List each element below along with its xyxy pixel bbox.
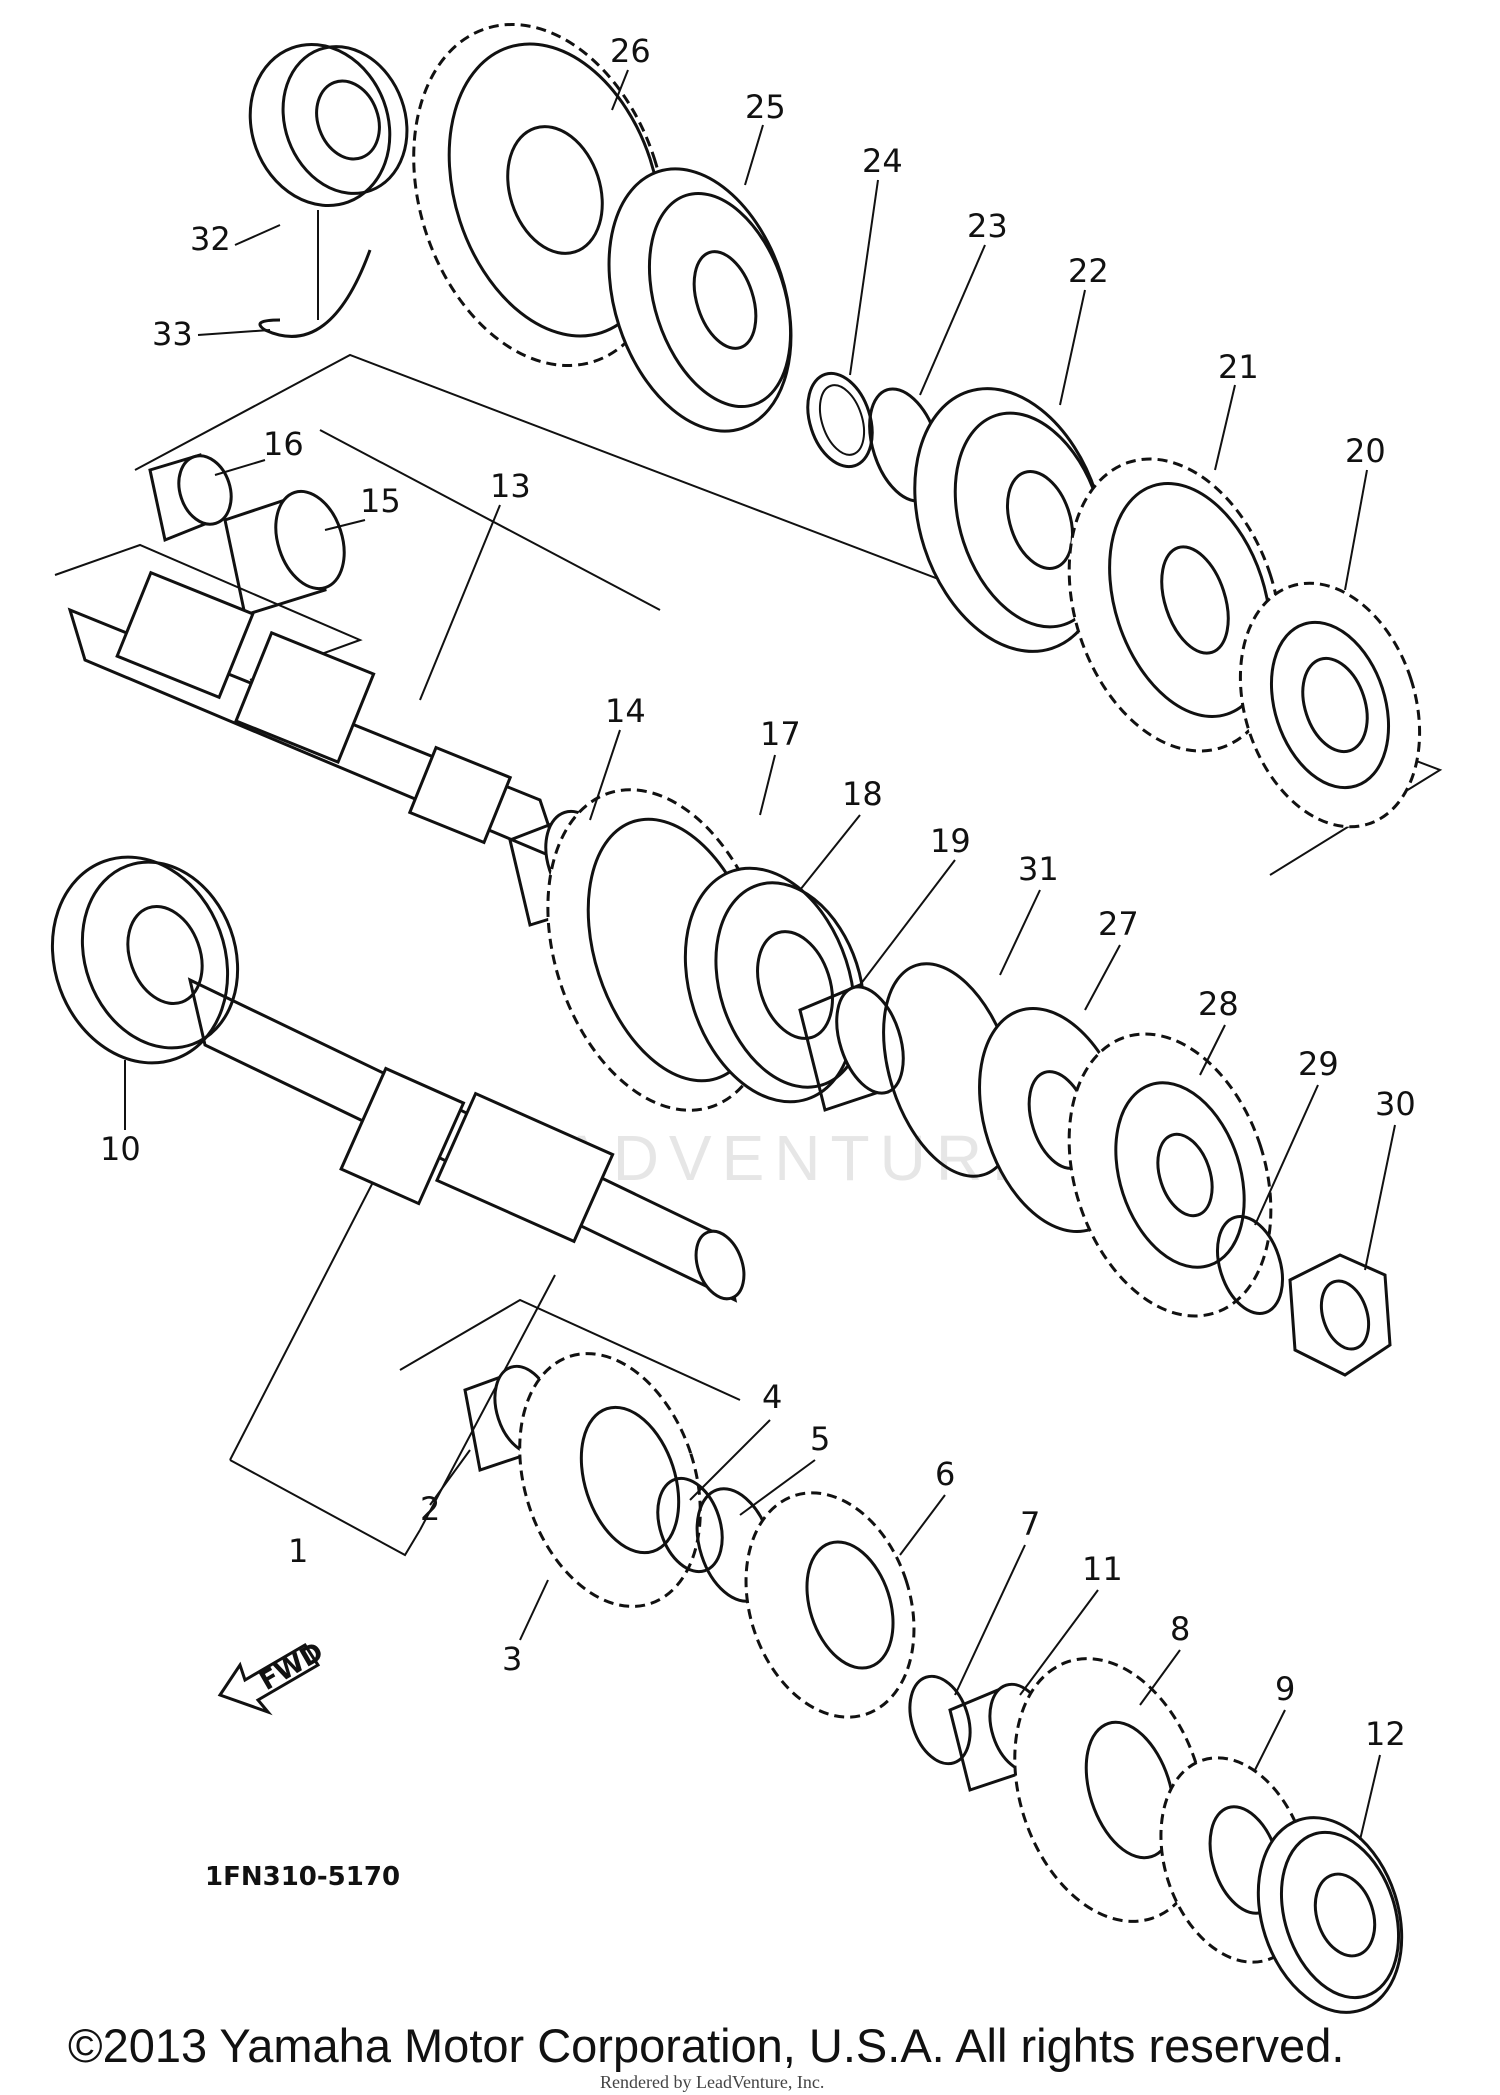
washer-24 [806, 371, 874, 469]
bearing-18 [683, 866, 866, 1104]
part-number: 14 [605, 692, 646, 730]
figure-code: 1FN310-5170 [205, 1862, 400, 1892]
part-number: 13 [490, 467, 531, 505]
main-shaft-13 [67, 570, 563, 863]
part-number: 11 [1082, 1550, 1123, 1588]
part-number: 7 [1020, 1505, 1040, 1543]
gear-6 [744, 1491, 916, 1719]
part-number: 21 [1218, 348, 1259, 386]
part-number: 23 [967, 207, 1008, 245]
part-number: 19 [930, 822, 971, 860]
gear-26 [412, 22, 668, 368]
part-number: 22 [1068, 252, 1109, 290]
nut-30 [1288, 1253, 1392, 1377]
sprocket-28 [1067, 1032, 1273, 1318]
washer-7 [908, 1674, 972, 1766]
axle-shaft [187, 977, 746, 1303]
render-credit: Rendered by LeadVenture, Inc. [600, 2072, 824, 2092]
part-number: 32 [190, 220, 231, 258]
gear-21 [1067, 457, 1283, 753]
bushing-16 [148, 453, 233, 543]
part-number: 17 [760, 715, 801, 753]
part-number: 31 [1018, 850, 1059, 888]
gear-3 [518, 1352, 702, 1608]
part-number: 28 [1198, 985, 1239, 1023]
part-number: 3 [502, 1640, 522, 1678]
gear-20 [1238, 581, 1422, 829]
part-number: 6 [935, 1455, 955, 1493]
part-number: 27 [1098, 905, 1139, 943]
part-number: 26 [610, 32, 651, 70]
part-number: 1 [288, 1532, 308, 1570]
circlip-33 [258, 249, 372, 338]
part-number: 8 [1170, 1610, 1190, 1648]
forward-arrow-icon: FWD [217, 1637, 329, 1716]
part-number: 29 [1298, 1045, 1339, 1083]
part-number: 33 [152, 315, 193, 353]
part-number: 2 [420, 1490, 440, 1528]
part-number: 30 [1375, 1085, 1416, 1123]
lock-washer-29 [1216, 1215, 1284, 1315]
part-number: 5 [810, 1420, 830, 1458]
part-number: 10 [100, 1130, 141, 1168]
part-number: 12 [1365, 1715, 1406, 1753]
bearing-32 [248, 43, 409, 207]
part-number: 16 [263, 425, 304, 463]
part-number: 15 [360, 482, 401, 520]
leader-lines [124, 69, 1396, 1841]
part-number: 9 [1275, 1670, 1295, 1708]
part-number: 4 [762, 1378, 782, 1416]
part-number: 20 [1345, 432, 1386, 470]
copyright-notice: ©2013 Yamaha Motor Corporation, U.S.A. A… [68, 2019, 1344, 2072]
bearing-10 [50, 855, 240, 1065]
part-number: 24 [862, 142, 903, 180]
forward-label: FWD [255, 1637, 329, 1697]
gear-22 [913, 387, 1107, 653]
washer-4 [656, 1476, 724, 1574]
part-number: 25 [745, 88, 786, 126]
bearing-12 [1256, 1816, 1404, 2014]
gear-25 [607, 167, 793, 433]
watermark: ADVENTURE [560, 1122, 1045, 1194]
part-labels: 1 2 3 4 5 6 7 8 9 10 11 12 13 14 15 16 1… [100, 32, 1416, 1753]
bushing-15 [223, 489, 346, 617]
part-number: 18 [842, 775, 883, 813]
